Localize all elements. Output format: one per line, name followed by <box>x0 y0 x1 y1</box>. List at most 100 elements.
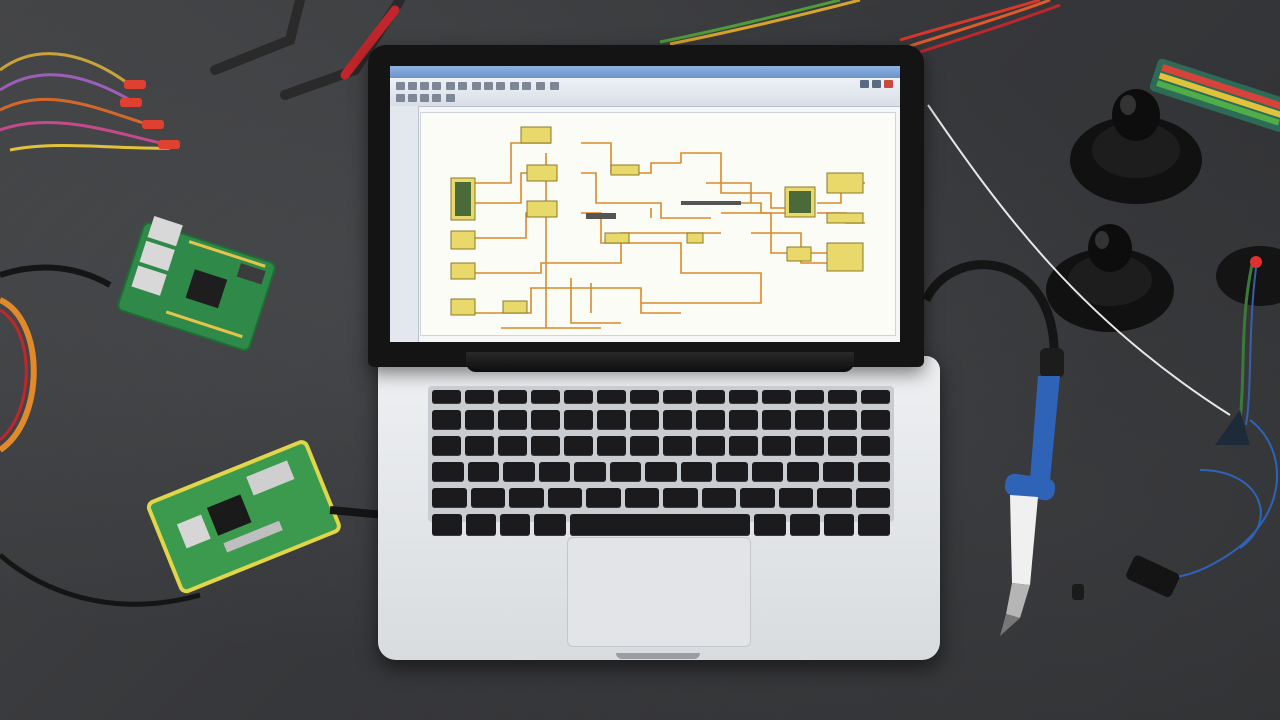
schematic-canvas[interactable] <box>420 112 896 336</box>
keyboard-key[interactable] <box>858 514 890 536</box>
spacebar-key[interactable] <box>570 514 750 536</box>
keyboard-key[interactable] <box>716 462 748 482</box>
keyboard-key[interactable] <box>574 462 606 482</box>
toolbar-zoom-icon[interactable] <box>510 82 519 90</box>
keyboard-key[interactable] <box>696 410 725 430</box>
keyboard-key[interactable] <box>861 410 890 430</box>
keyboard-key[interactable] <box>824 514 854 536</box>
toolbar-delete-icon[interactable] <box>432 94 441 102</box>
keyboard-key[interactable] <box>663 390 692 404</box>
keyboard-key[interactable] <box>729 410 758 430</box>
toolbar-save-icon[interactable] <box>420 82 429 90</box>
keyboard-key[interactable] <box>597 436 626 456</box>
toolbar-undo-icon[interactable] <box>446 82 455 90</box>
keyboard-key[interactable] <box>787 462 819 482</box>
keyboard-key[interactable] <box>531 436 560 456</box>
keyboard-key[interactable] <box>498 436 527 456</box>
keyboard-key[interactable] <box>701 488 736 508</box>
keyboard-key[interactable] <box>500 514 530 536</box>
keyboard-key[interactable] <box>503 462 535 482</box>
keyboard-key[interactable] <box>630 436 659 456</box>
window-minimize-icon[interactable] <box>860 80 869 88</box>
keyboard-key[interactable] <box>795 410 824 430</box>
keyboard-key[interactable] <box>828 436 857 456</box>
keyboard-key[interactable] <box>432 488 467 508</box>
keyboard-key[interactable] <box>858 462 890 482</box>
toolbar-select-icon[interactable] <box>396 94 405 102</box>
trackpad[interactable] <box>567 537 751 647</box>
keyboard-key[interactable] <box>630 390 659 404</box>
keyboard-key[interactable] <box>778 488 813 508</box>
keyboard-key[interactable] <box>762 436 791 456</box>
keyboard-key[interactable] <box>663 436 692 456</box>
keyboard-key[interactable] <box>547 488 582 508</box>
keyboard-key[interactable] <box>740 488 775 508</box>
keyboard-key[interactable] <box>645 462 677 482</box>
keyboard-key[interactable] <box>795 390 824 404</box>
keyboard-key[interactable] <box>828 410 857 430</box>
keyboard-key[interactable] <box>531 410 560 430</box>
keyboard-key[interactable] <box>470 488 505 508</box>
keyboard-key[interactable] <box>762 410 791 430</box>
keyboard-key[interactable] <box>861 436 890 456</box>
keyboard-key[interactable] <box>538 462 571 482</box>
keyboard-key[interactable] <box>467 462 500 482</box>
keyboard-key[interactable] <box>762 390 791 404</box>
keyboard-key[interactable] <box>597 410 626 430</box>
keyboard-key[interactable] <box>751 462 784 482</box>
toolbar-file-icon[interactable] <box>396 82 405 90</box>
keyboard-key[interactable] <box>466 514 496 536</box>
keyboard-key[interactable] <box>564 390 593 404</box>
toolbar-paste-icon[interactable] <box>496 82 505 90</box>
keyboard-key[interactable] <box>465 390 494 404</box>
keyboard-key[interactable] <box>817 488 852 508</box>
keyboard-key[interactable] <box>534 514 566 536</box>
keyboard-key[interactable] <box>432 410 461 430</box>
keyboard-key[interactable] <box>795 436 824 456</box>
keyboard-key[interactable] <box>564 410 593 430</box>
toolbar-component-icon[interactable] <box>536 82 545 90</box>
keyboard-key[interactable] <box>790 514 820 536</box>
keyboard-key[interactable] <box>498 410 527 430</box>
keyboard-key[interactable] <box>465 436 494 456</box>
keyboard-key[interactable] <box>432 390 461 404</box>
keyboard-key[interactable] <box>680 462 713 482</box>
keyboard-key[interactable] <box>754 514 786 536</box>
keyboard-key[interactable] <box>564 436 593 456</box>
keyboard-key[interactable] <box>498 390 527 404</box>
keyboard-key[interactable] <box>822 462 855 482</box>
keyboard-key[interactable] <box>630 410 659 430</box>
keyboard-key[interactable] <box>663 410 692 430</box>
window-maximize-icon[interactable] <box>872 80 881 88</box>
toolbar-rotate-icon[interactable] <box>420 94 429 102</box>
keyboard-key[interactable] <box>531 390 560 404</box>
window-close-icon[interactable] <box>884 80 893 88</box>
keyboard-key[interactable] <box>432 436 461 456</box>
app-toolbar[interactable] <box>390 78 900 107</box>
keyboard-key[interactable] <box>509 488 544 508</box>
toolbar-move-icon[interactable] <box>408 94 417 102</box>
toolbar-cut-icon[interactable] <box>472 82 481 90</box>
keyboard-key[interactable] <box>624 488 659 508</box>
keyboard-key[interactable] <box>696 390 725 404</box>
keyboard-key[interactable] <box>597 390 626 404</box>
keyboard-key[interactable] <box>861 390 890 404</box>
keyboard-key[interactable] <box>855 488 890 508</box>
keyboard-key[interactable] <box>663 488 698 508</box>
keyboard-key[interactable] <box>586 488 621 508</box>
keyboard-key[interactable] <box>729 436 758 456</box>
keyboard-key[interactable] <box>432 514 462 536</box>
toolbar-copy-icon[interactable] <box>484 82 493 90</box>
keyboard-key[interactable] <box>609 462 642 482</box>
keyboard-key[interactable] <box>828 390 857 404</box>
toolbar-label-icon[interactable] <box>446 94 455 102</box>
component-palette[interactable] <box>390 106 419 342</box>
keyboard-key[interactable] <box>696 436 725 456</box>
toolbar-redo-icon[interactable] <box>458 82 467 90</box>
toolbar-print-icon[interactable] <box>432 82 441 90</box>
toolbar-wire-icon[interactable] <box>522 82 531 90</box>
toolbar-settings-icon[interactable] <box>550 82 559 90</box>
toolbar-open-icon[interactable] <box>408 82 417 90</box>
keyboard-key[interactable] <box>465 410 494 430</box>
keyboard-key[interactable] <box>432 462 464 482</box>
